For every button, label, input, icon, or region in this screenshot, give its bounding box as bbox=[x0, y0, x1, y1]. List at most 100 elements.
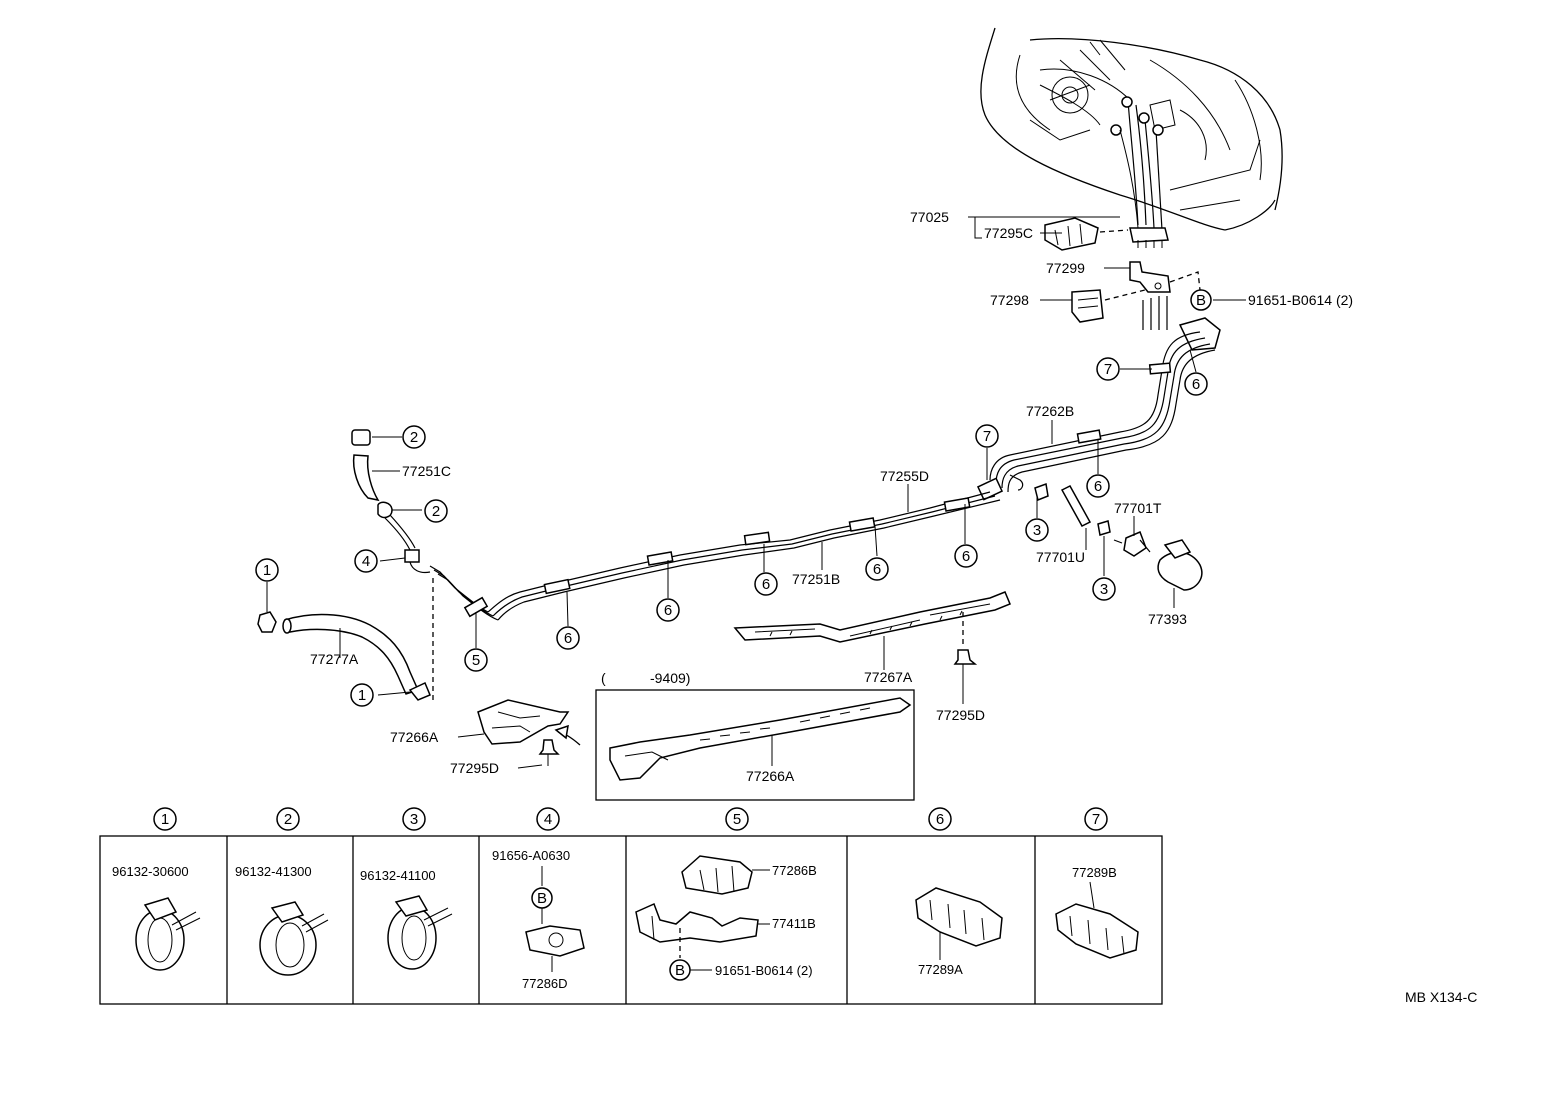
svg-text:3: 3 bbox=[1100, 581, 1108, 598]
marker-4: 4 bbox=[354, 549, 378, 573]
marker-1-bottom: 1 bbox=[350, 683, 374, 707]
clamp-6-b bbox=[848, 517, 876, 532]
inset-frame bbox=[595, 689, 915, 801]
clamp-7-mid bbox=[976, 477, 1004, 501]
label-77266A-b: 77266A bbox=[746, 768, 795, 784]
label-77267A: 77267A bbox=[864, 669, 913, 685]
marker-5: 5 bbox=[464, 648, 488, 672]
svg-text:2: 2 bbox=[410, 429, 418, 446]
filter-77701T bbox=[1113, 531, 1151, 557]
clip-icon-7 bbox=[1055, 903, 1139, 959]
svg-text:1: 1 bbox=[358, 687, 366, 704]
bolt-77295D-a bbox=[953, 649, 978, 676]
svg-text:7: 7 bbox=[1104, 361, 1112, 378]
markers: 2 2 4 1 1 5 6 6 6 6 6 7 6 7 6 3 3 B bbox=[255, 289, 1212, 707]
legend-2-part: 96132-41300 bbox=[235, 864, 312, 879]
label-77251B: 77251B bbox=[792, 571, 840, 587]
svg-text:3: 3 bbox=[1033, 522, 1041, 539]
label-range-open: ( bbox=[601, 670, 606, 686]
svg-text:3: 3 bbox=[410, 811, 418, 828]
legend-4-part-b: 77286D bbox=[522, 976, 568, 991]
label-77295C: 77295C bbox=[984, 225, 1033, 241]
marker-1-top: 1 bbox=[255, 558, 279, 582]
svg-text:6: 6 bbox=[664, 602, 672, 619]
marker-7-top: 7 bbox=[1096, 357, 1120, 381]
clamp-7-upper bbox=[1148, 362, 1172, 375]
clamp-6-a bbox=[943, 497, 971, 512]
fuel-pipes-upper bbox=[989, 296, 1221, 493]
connector-block bbox=[1129, 227, 1169, 248]
svg-text:7: 7 bbox=[983, 428, 991, 445]
legend-4-marker-B: B bbox=[531, 887, 553, 909]
label-77295D-a: 77295D bbox=[936, 707, 985, 723]
marker-7-mid: 7 bbox=[975, 424, 999, 448]
fuel-tank bbox=[980, 27, 1283, 231]
clip-icon-2 bbox=[259, 901, 329, 976]
marker-2-top: 2 bbox=[402, 425, 426, 449]
canister-77393 bbox=[1157, 539, 1203, 591]
label-77025: 77025 bbox=[910, 209, 949, 225]
label-77295D-b: 77295D bbox=[450, 760, 499, 776]
label-77277A: 77277A bbox=[310, 651, 359, 667]
clamp-6-d bbox=[646, 551, 674, 566]
legend-marker-5: 5 bbox=[725, 807, 749, 831]
marker-6-b: 6 bbox=[656, 598, 680, 622]
svg-text:6: 6 bbox=[762, 576, 770, 593]
legend-7-part: 77289B bbox=[1072, 865, 1117, 880]
clip-icon-3 bbox=[387, 895, 453, 970]
svg-text:1: 1 bbox=[263, 562, 271, 579]
hose-77277A bbox=[257, 611, 431, 701]
marker-3-b: 3 bbox=[1092, 577, 1116, 601]
marker-B-top: B bbox=[1190, 289, 1212, 311]
label-range-value: -9409) bbox=[650, 670, 690, 686]
svg-text:1: 1 bbox=[161, 811, 169, 828]
svg-text:6: 6 bbox=[1192, 376, 1200, 393]
label-77266A-a: 77266A bbox=[390, 729, 439, 745]
hose-77251C bbox=[351, 429, 416, 551]
legend-5-part-a: 77286B bbox=[772, 863, 817, 878]
svg-text:4: 4 bbox=[544, 811, 552, 828]
clip-icon-1 bbox=[135, 897, 201, 971]
connector-77298 bbox=[1071, 289, 1104, 323]
marker-2-mid: 2 bbox=[424, 499, 448, 523]
marker-6-f: 6 bbox=[1086, 474, 1110, 498]
legend-marker-4: 4 bbox=[536, 807, 560, 831]
leader-lines bbox=[266, 216, 1246, 769]
svg-text:6: 6 bbox=[936, 811, 944, 828]
clip-icon-5a bbox=[681, 855, 753, 895]
clip-icon-4 bbox=[525, 925, 585, 957]
svg-text:2: 2 bbox=[432, 503, 440, 520]
legend-4-part-a: 91656-A0630 bbox=[492, 848, 570, 863]
connector-77299 bbox=[1129, 261, 1171, 293]
marker-6-d: 6 bbox=[865, 557, 889, 581]
arrow-head bbox=[554, 724, 569, 740]
label-77251C: 77251C bbox=[402, 463, 451, 479]
label-77701T: 77701T bbox=[1114, 500, 1162, 516]
clamp-6-e bbox=[543, 578, 571, 595]
clamp-6-upper bbox=[1076, 429, 1102, 444]
legend-5-marker-B: B bbox=[669, 959, 691, 981]
svg-text:2: 2 bbox=[284, 811, 292, 828]
bolt-77295D-b bbox=[538, 739, 560, 766]
label-91651-B0614-top: 91651-B0614 (2) bbox=[1248, 292, 1353, 308]
connector-77295C bbox=[1044, 217, 1099, 251]
label-drawing-code: MB X134-C bbox=[1405, 989, 1477, 1005]
svg-text:5: 5 bbox=[472, 652, 480, 669]
label-77298: 77298 bbox=[990, 292, 1029, 308]
clamp-4 bbox=[404, 549, 420, 563]
legend-5-part-c: 91651-B0614 (2) bbox=[715, 963, 813, 978]
legend-marker-6: 6 bbox=[928, 807, 952, 831]
legend-marker-3: 3 bbox=[402, 807, 426, 831]
label-77262B: 77262B bbox=[1026, 403, 1074, 419]
label-77255D: 77255D bbox=[880, 468, 929, 484]
callout-labels: 77025 77295C 77299 77298 91651-B0614 (2)… bbox=[310, 209, 1477, 1005]
svg-text:B: B bbox=[1196, 292, 1206, 309]
marker-6-top: 6 bbox=[1184, 372, 1208, 396]
hose-77701U bbox=[1034, 482, 1111, 536]
label-77299: 77299 bbox=[1046, 260, 1085, 276]
svg-text:5: 5 bbox=[733, 811, 741, 828]
clip-icon-6 bbox=[915, 887, 1003, 947]
clamp-5 bbox=[463, 596, 489, 618]
clip-icon-5b bbox=[635, 902, 759, 943]
